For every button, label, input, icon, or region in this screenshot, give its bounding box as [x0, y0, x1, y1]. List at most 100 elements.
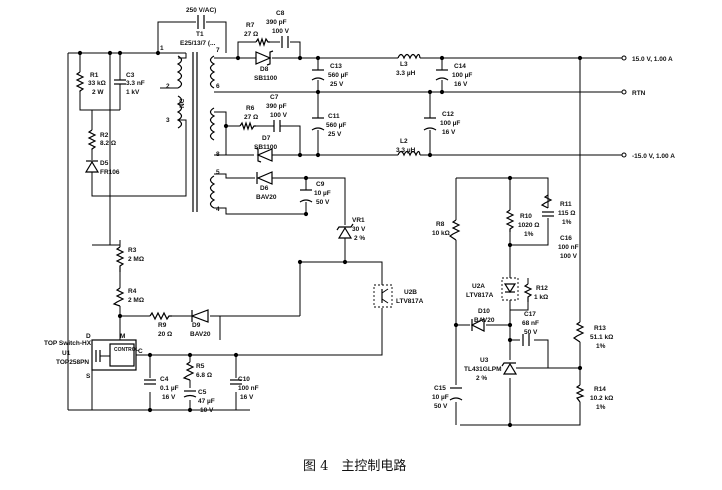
label-c3-val: 3.3 nF — [126, 80, 145, 87]
label-c4-v: 16 V — [162, 394, 176, 401]
label-r13: R13 — [594, 325, 606, 332]
diode-d8 — [255, 50, 274, 66]
transformer-t1 — [176, 52, 216, 212]
label-r13-tol: 1% — [596, 343, 606, 350]
label-d5: D5 — [100, 160, 109, 167]
label-r2: R2 — [100, 132, 109, 139]
label-c15-v: 50 V — [434, 403, 448, 410]
resistor-r6 — [239, 121, 256, 131]
label-r3: R3 — [128, 247, 137, 254]
label-r3-val: 2 MΩ — [128, 256, 144, 263]
y-capacitor — [197, 15, 205, 29]
label-c5-v: 10 V — [200, 407, 214, 414]
label-u1-part: TOP258PN — [56, 359, 89, 366]
resistor-r13 — [572, 321, 585, 343]
label-c16-val: 100 nF — [558, 244, 579, 251]
resistor-r8 — [448, 219, 461, 241]
label-pin1: 1 — [160, 45, 164, 52]
label-c9-v: 50 V — [316, 199, 330, 206]
label-r11-val: 115 Ω — [558, 210, 576, 217]
label-c3-v: 1 kV — [126, 89, 140, 96]
label-c16-v: 100 V — [560, 253, 578, 260]
resistor-r5 — [182, 361, 195, 381]
capacitor-c7 — [268, 120, 286, 132]
label-pin8: 8 — [216, 151, 220, 158]
label-vr1: VR1 — [352, 217, 365, 224]
label-c3: C3 — [126, 72, 135, 79]
label-c16: C16 — [560, 235, 572, 242]
label-pin6: 6 — [216, 83, 220, 90]
resistor-r14 — [575, 384, 585, 403]
label-l2: L2 — [400, 138, 408, 145]
label-r12-val: 1 kΩ — [534, 294, 548, 301]
capacitor-c8 — [281, 36, 289, 48]
capacitor-c13 — [311, 69, 325, 81]
optocoupler-u2b — [373, 284, 393, 308]
label-d9-part: BAV20 — [190, 331, 211, 338]
label-u2a-part: LTV817A — [466, 292, 494, 299]
label-c14-val: 100 µF — [452, 72, 472, 79]
label-pin5: 5 — [216, 169, 220, 176]
label-c10: C10 — [238, 376, 250, 383]
label-vr1-val: 30 V — [352, 226, 366, 233]
label-c5: C5 — [198, 389, 207, 396]
capacitor-c12 — [423, 117, 437, 131]
label-c14: C14 — [454, 63, 466, 70]
label-pin2: 2 — [166, 83, 170, 90]
label-vr1-tol: 2 % — [354, 235, 365, 242]
figure-caption: 图 4 主控制电路 — [303, 458, 406, 474]
label-c9-val: 10 µF — [314, 190, 331, 197]
label-r6: R6 — [246, 105, 255, 112]
label-c17: C17 — [524, 311, 536, 318]
diode-d9 — [190, 309, 209, 323]
label-c14-v: 16 V — [454, 81, 468, 88]
label-pin4: 4 — [216, 206, 220, 213]
resistor-r3 — [115, 246, 125, 272]
resistor-r10 — [505, 209, 515, 232]
label-r10: R10 — [520, 213, 532, 220]
label-r10-val: 1020 Ω — [518, 222, 539, 229]
label-cy: 250 V/AC) — [186, 7, 216, 14]
wiring — [67, 21, 622, 426]
capacitor-c5 — [183, 390, 197, 398]
label-r10-tol: 1% — [524, 231, 534, 238]
label-r2-val: 8.2 Ω — [100, 140, 116, 147]
label-c13: C13 — [330, 63, 342, 70]
label-u3-part: TL431GLPM — [464, 366, 502, 373]
label-d9: D9 — [192, 322, 201, 329]
label-c9: C9 — [316, 181, 325, 188]
label-pin-d: D — [86, 333, 91, 340]
capacitor-c9 — [299, 189, 313, 203]
label-c13-val: 560 µF — [328, 72, 348, 79]
label-c10-val: 100 nF — [238, 385, 259, 392]
label-u2a: U2A — [472, 283, 485, 290]
label-c13-v: 25 V — [330, 81, 344, 88]
label-c15-val: 10 µF — [432, 394, 449, 401]
junction-dots — [77, 50, 583, 428]
label-d5-part: FR106 — [100, 169, 120, 176]
label-r4: R4 — [128, 288, 137, 295]
label-r7-val: 27 Ω — [244, 31, 258, 38]
label-r4-val: 2 MΩ — [128, 297, 144, 304]
label-c12-v: 16 V — [442, 129, 456, 136]
label-c7: C7 — [270, 94, 279, 101]
label-u3-tol: 2 % — [476, 375, 487, 382]
controller-u1 — [91, 339, 137, 371]
label-d7: D7 — [262, 135, 271, 142]
label-r8-val: 10 kΩ — [432, 230, 450, 237]
label-c8: C8 — [276, 10, 285, 17]
label-c5-val: 47 µF — [198, 398, 215, 405]
label-c8-val: 390 pF — [266, 19, 287, 26]
capacitor-c11 — [311, 117, 325, 131]
optocoupler-u2a — [501, 277, 519, 301]
label-c10-v: 16 V — [240, 394, 254, 401]
label-c4-val: 0.1 µF — [160, 385, 179, 392]
resistor-r11 — [540, 194, 553, 209]
label-c12: C12 — [442, 111, 454, 118]
label-r13-val: 51.1 kΩ — [590, 334, 613, 341]
label-c17-v: 50 V — [524, 329, 538, 336]
label-u3: U3 — [480, 357, 489, 364]
label-u2b: U2B — [404, 289, 417, 296]
diode-d5 — [84, 160, 100, 173]
label-r6-val: 27 Ω — [244, 114, 258, 121]
